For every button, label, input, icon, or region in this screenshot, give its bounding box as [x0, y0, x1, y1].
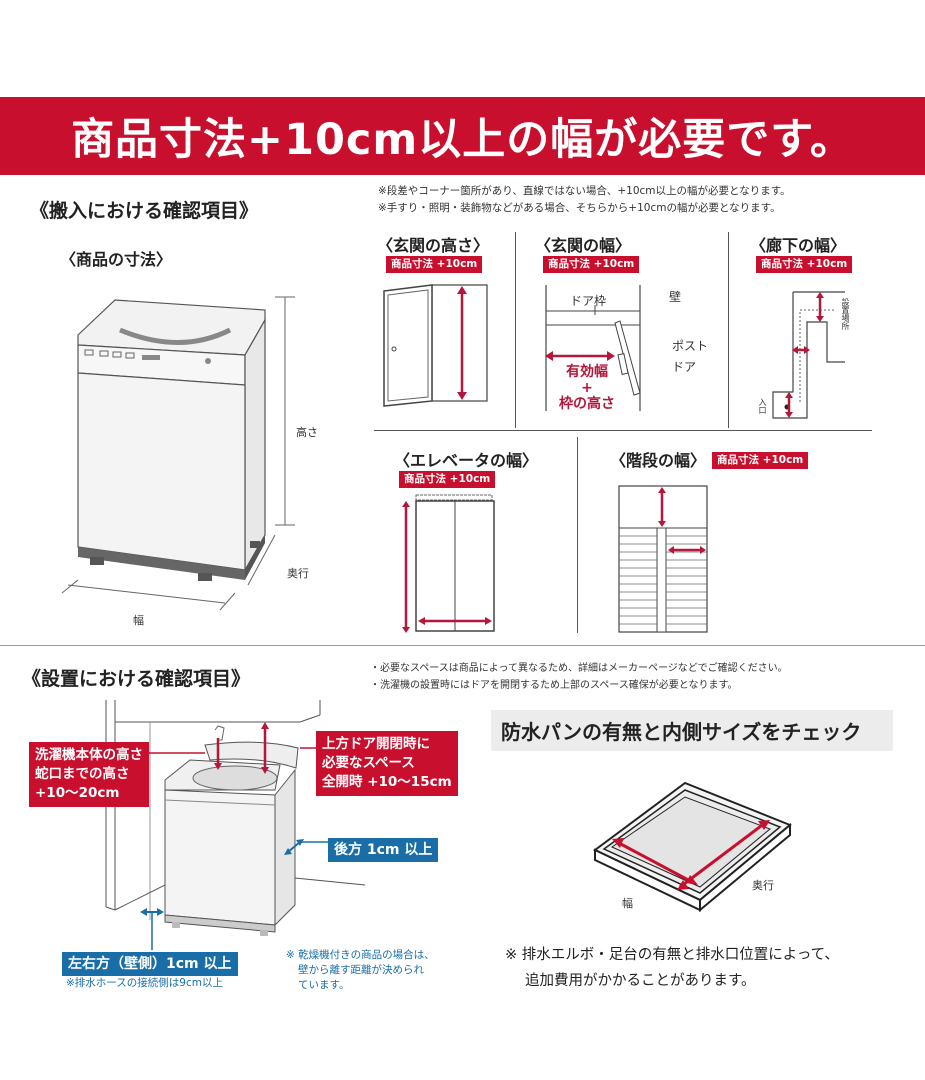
waterproof-pan-illustration [593, 781, 792, 913]
plus-label: + [581, 380, 593, 396]
faucet-callout-line-2: 蛇口までの高さ [35, 766, 130, 782]
elevator-width-tag: 商品寸法 +10cm [399, 471, 496, 488]
elevator-illustration [402, 494, 495, 633]
side-clearance-label: 左右方（壁側）1cm 以上 [62, 952, 238, 976]
stairs-width-tag: 商品寸法 +10cm [712, 452, 809, 469]
faucet-callout-line-1: 洗濯機本体の高さ [35, 747, 143, 763]
headline-title: 商品寸法+10cm以上の幅が必要です。 [71, 115, 854, 165]
divider [577, 437, 578, 633]
entrance-height-title: 〈玄関の高さ〉 [377, 236, 490, 255]
entrance-width-tag: 商品寸法 +10cm [543, 256, 640, 273]
effective-width-label: 有効幅 [566, 364, 608, 380]
stairs-width-title: 〈階段の幅〉 [610, 451, 707, 470]
installation-section-title: 《設置における確認項目》 [22, 668, 251, 690]
pan-note-line-2: 追加費用がかかることがあります。 [525, 973, 756, 989]
pan-width-label: 幅 [622, 897, 633, 910]
entrance-width-illustration [545, 285, 641, 411]
frame-height-label: 枠の高さ [559, 396, 615, 412]
post-label: ポスト [672, 339, 709, 353]
back-clearance-label: 後方 1cm 以上 [328, 838, 439, 862]
product-dimensions-title: 〈商品の寸法〉 [60, 250, 173, 269]
hallway-width-tag: 商品寸法 +10cm [756, 256, 853, 273]
drain-hose-note: ※排水ホースの接続側は9cm以上 [66, 977, 223, 989]
entrance-label: 入口 [758, 398, 767, 414]
dryer-note-line-2: 壁から離す距離が決められ [298, 964, 424, 976]
door-callout-line-3: 全開時 +10〜15cm [322, 774, 452, 790]
faucet-height-callout: 洗濯機本体の高さ 蛇口までの高さ +10〜20cm [29, 742, 149, 807]
installation-illustration [100, 700, 366, 950]
width-label: 幅 [133, 614, 144, 627]
hallway-width-title: 〈廊下の幅〉 [750, 236, 847, 255]
delivery-section-title: 《搬入における確認項目》 [30, 200, 259, 222]
stairs-illustration [618, 485, 708, 633]
washing-machine-illustration [61, 296, 295, 611]
pan-note: ※ 排水エルボ・足台の有無と排水口位置によって、 追加費用がかかることがあります… [505, 942, 839, 994]
section-divider [0, 645, 925, 646]
pan-note-line-1: ※ 排水エルボ・足台の有無と排水口位置によって、 [505, 947, 839, 963]
depth-label: 奥行 [287, 567, 309, 580]
effective-width-text: 有効幅 + 枠の高さ [558, 364, 616, 412]
door-frame-label: ドア枠 [570, 294, 607, 308]
divider [374, 430, 872, 431]
dryer-note-line-3: ています。 [298, 979, 350, 991]
delivery-note-1: ※段差やコーナー箇所があり、直線ではない場合、+10cm以上の幅が必要となります… [378, 185, 791, 197]
installation-note-2: ・洗濯機の設置時にはドアを開閉するため上部のスペース確保が必要となります。 [370, 680, 738, 691]
pan-depth-label: 奥行 [752, 879, 774, 892]
faucet-callout-line-3: +10〜20cm [35, 785, 120, 801]
hallway-illustration [772, 291, 845, 419]
door-space-callout: 上方ドア開閉時に 必要なスペース 全開時 +10〜15cm [316, 731, 458, 796]
divider [515, 232, 516, 428]
divider [728, 232, 729, 428]
dryer-note-line-1: ※ 乾燥機付きの商品の場合は、 [286, 949, 435, 961]
entrance-door-illustration [383, 284, 488, 407]
installation-note-1: ・必要なスペースは商品によって異なるため、詳細はメーカーページなどでご確認くださ… [370, 663, 788, 674]
door-label: ドア [672, 360, 697, 374]
delivery-note-2: ※手すり・照明・装飾物などがある場合、そちらから+10cmの幅が必要となります。 [378, 202, 781, 214]
wall-label: 壁 [669, 290, 682, 304]
door-callout-line-2: 必要なスペース [322, 755, 415, 771]
waterproof-pan-heading: 防水パンの有無と内側サイズをチェック [491, 710, 893, 751]
dryer-note: ※ 乾燥機付きの商品の場合は、 壁から離す距離が決められ ています。 [286, 948, 435, 993]
entrance-width-title: 〈玄関の幅〉 [535, 236, 632, 255]
elevator-width-title: 〈エレベータの幅〉 [394, 451, 539, 470]
door-callout-line-1: 上方ドア開閉時に [322, 736, 430, 752]
install-place-label: 設置場所 [841, 298, 850, 330]
entrance-height-tag: 商品寸法 +10cm [386, 256, 483, 273]
height-label: 高さ [296, 426, 318, 439]
headline-banner: 商品寸法+10cm以上の幅が必要です。 [0, 97, 925, 175]
